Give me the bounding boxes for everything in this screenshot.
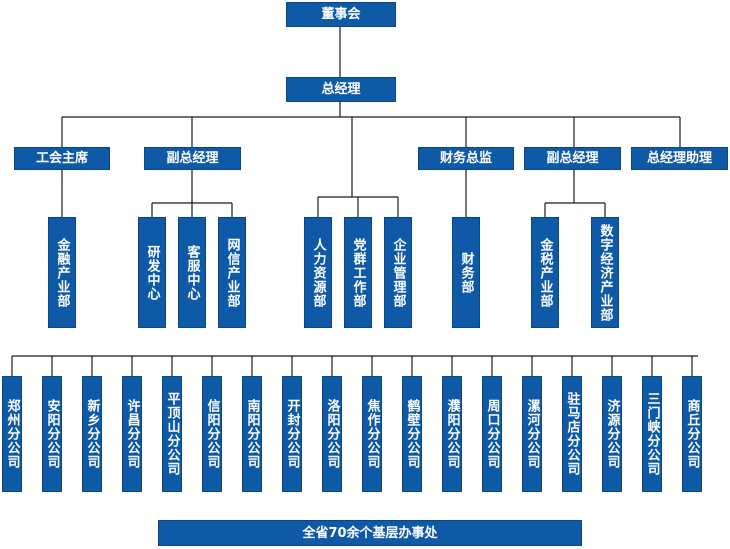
- branch-box: 安阳分公司: [42, 376, 62, 492]
- branch-box: 开封分公司: [282, 376, 302, 492]
- dept-box: 财务部: [452, 217, 480, 328]
- branch-box: 驻马店分公司: [562, 376, 582, 492]
- cfo-box: 财务总监: [418, 147, 514, 170]
- deputy-gm-2-box: 副总经理: [524, 147, 621, 170]
- branch-box: 漯河分公司: [522, 376, 542, 492]
- dept-box: 网信产业部: [218, 217, 246, 328]
- dept-box: 人力资源部: [304, 217, 332, 328]
- branch-box: 商丘分公司: [682, 376, 702, 492]
- branch-box: 濮阳分公司: [442, 376, 462, 492]
- dept-box: 党群工作部: [344, 217, 372, 328]
- dept-box: 金税产业部: [531, 217, 559, 328]
- branch-box: 许昌分公司: [122, 376, 142, 492]
- dept-box: 客服中心: [178, 217, 206, 328]
- branch-box: 南阳分公司: [242, 376, 262, 492]
- dept-box: 研发中心: [138, 217, 166, 328]
- union-chair-box: 工会主席: [14, 147, 110, 170]
- dept-box: 企业管理部: [384, 217, 412, 328]
- offices-box: 全省70余个基层办事处: [158, 520, 582, 546]
- branch-box: 平顶山分公司: [162, 376, 182, 492]
- gm-assistant-box: 总经理助理: [631, 147, 728, 170]
- branch-box: 新乡分公司: [82, 376, 102, 492]
- dept-box: 金融产业部: [48, 217, 76, 328]
- branch-box: 周口分公司: [482, 376, 502, 492]
- branch-box: 洛阳分公司: [322, 376, 342, 492]
- branch-box: 郑州分公司: [2, 376, 22, 492]
- branch-box: 焦作分公司: [362, 376, 382, 492]
- board-box: 董事会: [286, 2, 396, 27]
- dept-box: 数字经济产业部: [591, 217, 619, 328]
- branch-box: 三门峡分公司: [642, 376, 662, 492]
- branch-box: 鹤壁分公司: [402, 376, 422, 492]
- general-manager-box: 总经理: [286, 77, 396, 102]
- branch-box: 信阳分公司: [202, 376, 222, 492]
- deputy-gm-1-box: 副总经理: [144, 147, 241, 170]
- branch-box: 济源分公司: [602, 376, 622, 492]
